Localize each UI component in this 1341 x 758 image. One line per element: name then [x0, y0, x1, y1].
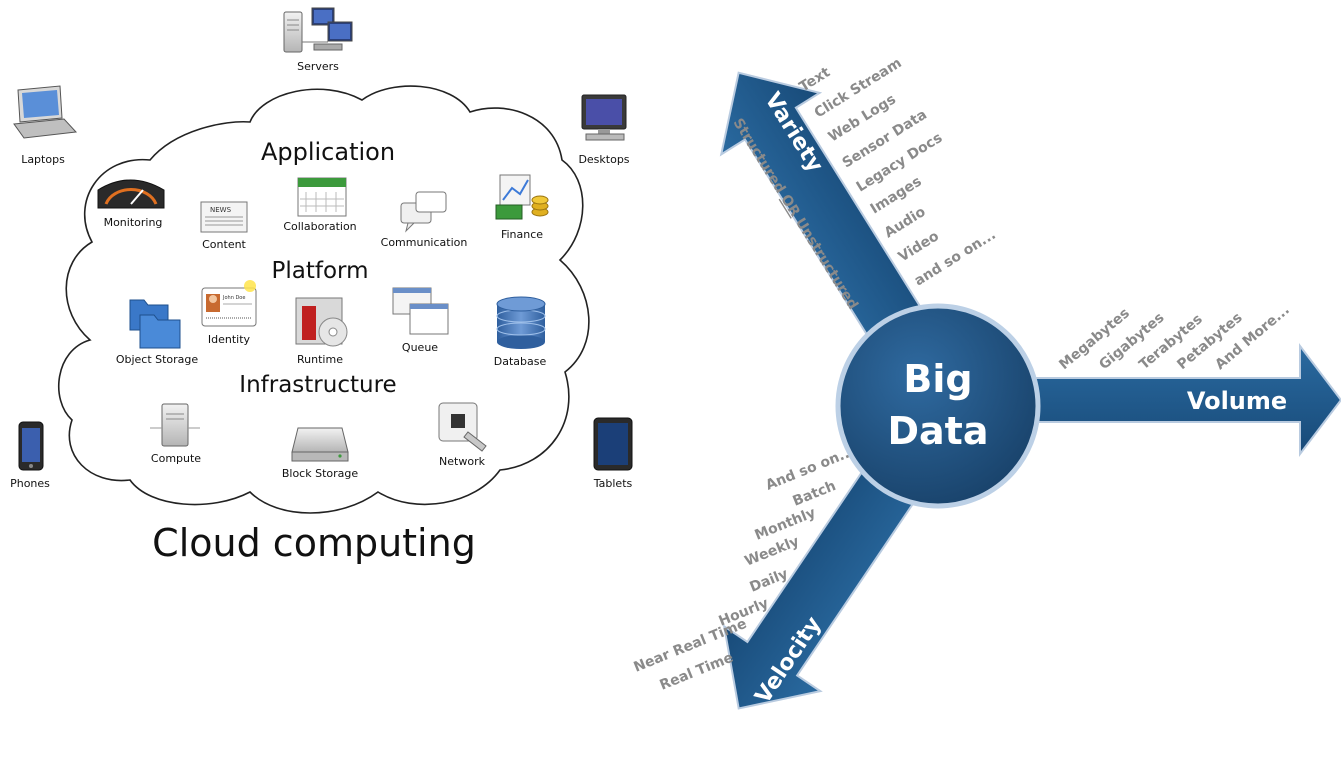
big-data-title-line1: Big [903, 357, 972, 401]
identity-label: Identity [208, 333, 251, 346]
tablets-label: Tablets [593, 477, 633, 490]
velocity-item: Weekly [743, 533, 802, 569]
phone-icon [18, 421, 44, 471]
big-data-title-line2: Data [888, 409, 989, 453]
network-label: Network [439, 455, 486, 468]
database-icon [496, 296, 546, 349]
finance-label: Finance [501, 228, 543, 241]
big-data-diagram: Big Data Volume Variety Velocity Structu… [632, 55, 1341, 710]
layer-title-infrastructure: Infrastructure [239, 372, 396, 398]
servers-icon [283, 7, 353, 53]
communication-label: Communication [381, 236, 468, 249]
cloud-caption: Cloud computing [152, 521, 476, 565]
big-data-circle [835, 303, 1041, 509]
monitoring-icon [97, 179, 165, 209]
news-icon: NEWS [200, 201, 248, 233]
id-card-icon: John Doe [201, 280, 257, 327]
layer-title-application: Application [261, 138, 395, 166]
volume-arrow [1009, 343, 1341, 457]
news-icon-label: NEWS [210, 206, 232, 214]
laptops-label: Laptops [21, 153, 65, 166]
queue-windows-icon [392, 287, 449, 335]
block-storage-label: Block Storage [282, 467, 359, 480]
monitoring-label: Monitoring [104, 216, 163, 229]
database-label: Database [494, 355, 547, 368]
desktop-icon [581, 94, 627, 141]
hard-drive-icon [291, 427, 349, 462]
tablet-icon [593, 417, 633, 471]
cloud-computing-diagram: Application Platform Infrastructure Clou… [10, 7, 633, 565]
folder-icon [129, 299, 181, 349]
id-card-name: John Doe [222, 295, 245, 301]
object-storage-label: Object Storage [116, 353, 199, 366]
volume-items: Megabytes Gigabytes Terabytes Petabytes … [1056, 302, 1292, 373]
calendar-icon [297, 177, 347, 217]
chat-bubbles-icon [400, 191, 447, 233]
layer-title-platform: Platform [272, 258, 369, 284]
velocity-item: And so on.. [764, 446, 852, 494]
queue-label: Queue [402, 341, 438, 354]
compute-label: Compute [151, 452, 201, 465]
network-port-icon [438, 402, 487, 452]
laptop-icon [13, 85, 78, 139]
finance-chart-icon [495, 174, 549, 220]
servers-label: Servers [297, 60, 339, 73]
runtime-box-icon [295, 297, 348, 347]
phones-label: Phones [10, 477, 50, 490]
velocity-item: Batch [791, 478, 839, 510]
variety-item: Video [896, 228, 943, 265]
content-label: Content [202, 238, 246, 251]
volume-label: Volume [1187, 387, 1287, 415]
desktops-label: Desktops [578, 153, 629, 166]
runtime-label: Runtime [297, 353, 343, 366]
collaboration-label: Collaboration [283, 220, 356, 233]
server-tower-icon [150, 403, 200, 447]
